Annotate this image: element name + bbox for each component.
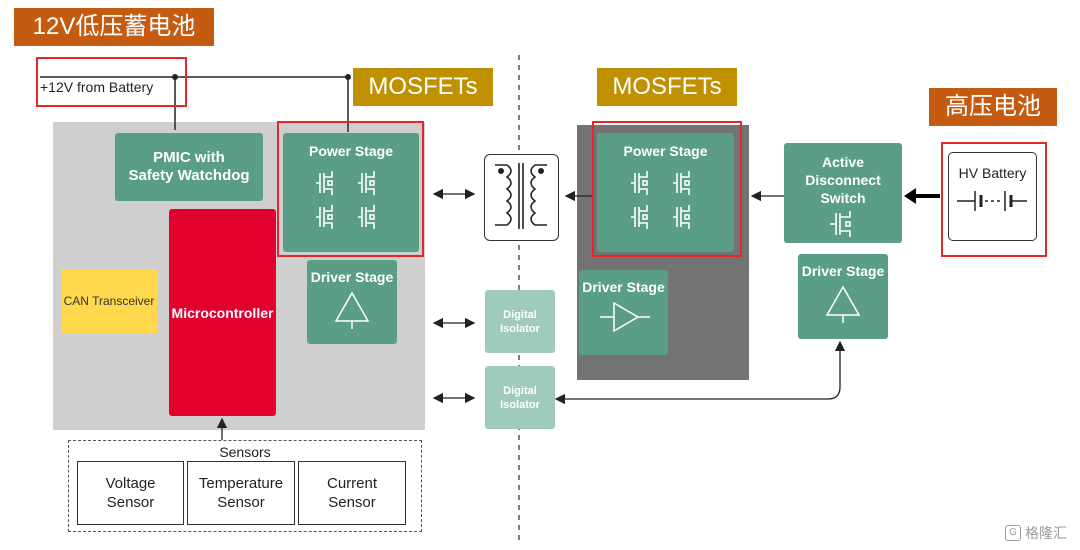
- amplifier-icon: [599, 301, 650, 333]
- active-disconnect-label: Active Disconnect Switch: [805, 154, 881, 206]
- driver-stage-right-label: Driver Stage: [801, 263, 885, 279]
- digital-isolator-top: Digital Isolator: [485, 290, 555, 353]
- highlight-hv-battery: [941, 142, 1047, 257]
- transformer-icon: [495, 163, 547, 229]
- sensors-label: Sensors: [219, 444, 271, 460]
- driver-stage-left-label: Driver Stage: [310, 269, 394, 285]
- power-stage-left-label: Power Stage: [308, 143, 394, 159]
- power-stage-left: Power Stage: [283, 133, 419, 252]
- mosfets-label-left: MOSFETs: [353, 68, 493, 106]
- driver-stage-mid-label: Driver Stage: [582, 279, 665, 295]
- power-stage-right: Power Stage: [597, 133, 734, 252]
- watermark: G 格隆汇: [1005, 522, 1075, 544]
- highlight-12v-supply: [36, 57, 187, 107]
- voltage-sensor: Voltage Sensor: [77, 461, 184, 525]
- mosfet-icon: [316, 171, 375, 229]
- can-transceiver-block: CAN Transceiver: [61, 269, 157, 333]
- highlight-power-stage-right: [592, 121, 742, 257]
- watermark-logo-icon: G: [1005, 525, 1021, 541]
- driver-stage-right: Driver Stage: [798, 254, 888, 339]
- amplifier-icon: [825, 285, 861, 323]
- amplifier-icon: [334, 291, 370, 329]
- hv-battery-title: 高压电池: [929, 88, 1057, 126]
- battery-icon: [957, 191, 1027, 211]
- current-sensor: Current Sensor: [298, 461, 406, 525]
- transformer-block: [484, 154, 559, 241]
- from-battery-label: +12V from Battery: [40, 79, 154, 95]
- temperature-sensor: Temperature Sensor: [187, 461, 295, 525]
- mosfet-icon: [630, 171, 690, 229]
- watermark-text: 格隆汇: [1025, 525, 1067, 541]
- active-disconnect-switch: Active Disconnect Switch: [784, 143, 902, 243]
- driver-stage-left: Driver Stage: [307, 260, 397, 344]
- microcontroller-block: Microcontroller: [169, 209, 276, 416]
- mosfet-icon: [830, 211, 851, 237]
- power-stage-right-label: Power Stage: [623, 143, 708, 159]
- highlight-power-stage-left: [277, 121, 424, 257]
- hv-battery-label: HV Battery: [958, 165, 1027, 181]
- driver-stage-mid: Driver Stage: [579, 270, 668, 355]
- hv-battery-block: HV Battery: [948, 152, 1037, 241]
- sensors-group: [68, 440, 422, 532]
- digital-isolator-bottom: Digital Isolator: [485, 366, 555, 429]
- mosfets-label-right: MOSFETs: [597, 68, 737, 106]
- lv-battery-title: 12V低压蓄电池: [14, 8, 214, 46]
- pmic-block: PMIC with Safety Watchdog: [115, 133, 263, 201]
